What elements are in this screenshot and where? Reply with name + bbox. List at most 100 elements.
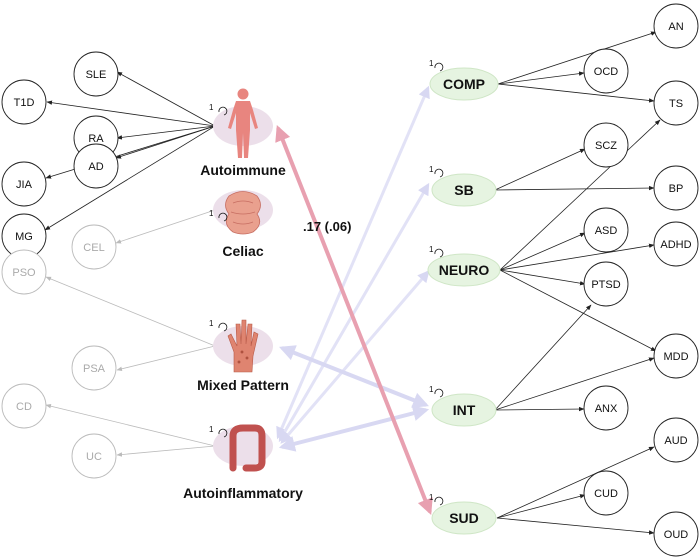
edge-neuro-adhd xyxy=(499,243,655,271)
variance-label: 1 xyxy=(209,319,214,328)
observed-node-bp: BP xyxy=(653,165,699,211)
observed-node-t1d: T1D xyxy=(1,79,47,125)
observed-node-cd: CD xyxy=(1,383,47,429)
observed-label: PTSD xyxy=(591,279,620,291)
left-observed-nodes: SLE T1D RA JIA AD MG CEL PSO xyxy=(1,51,119,479)
variance-label: 1 xyxy=(429,165,434,174)
observed-label: ANX xyxy=(595,403,618,415)
observed-node-ad: AD xyxy=(73,143,119,189)
observed-label: AN xyxy=(668,21,683,33)
variance-label: 1 xyxy=(429,493,434,502)
variance-icon: 1 xyxy=(429,245,444,258)
latent-label: INT xyxy=(453,402,476,418)
observed-node-cel: CEL xyxy=(71,224,117,270)
edge-autoinflam-uc xyxy=(116,445,216,457)
edge-sud-aud xyxy=(496,446,655,519)
variance-label: 1 xyxy=(429,59,434,68)
observed-label: SCZ xyxy=(595,140,617,152)
edge-comp-an xyxy=(497,31,657,85)
observed-label: JIA xyxy=(16,179,33,191)
observed-label: CD xyxy=(16,401,32,413)
variance-icon: 1 xyxy=(429,493,444,506)
hand-icon xyxy=(227,319,259,373)
observed-node-adhd: ADHD xyxy=(653,221,699,267)
observed-node-anx: ANX xyxy=(583,385,629,431)
edge-sb-bp xyxy=(494,185,655,191)
right-observed-nodes: AN OCD TS SCZ BP ASD ADHD PTSD xyxy=(583,3,699,557)
variance-label: 1 xyxy=(209,209,214,218)
latent-label: SB xyxy=(454,182,473,198)
corr-autoinflammatory-comp xyxy=(276,85,430,440)
edge-int-ptsd xyxy=(494,304,592,411)
edge-sb-scz xyxy=(494,148,586,191)
edge-mixed-pso xyxy=(45,276,216,347)
observed-label: PSA xyxy=(83,363,106,375)
observed-label: CUD xyxy=(594,488,618,500)
category-label: Autoimmune xyxy=(200,162,286,178)
variance-label: 1 xyxy=(429,245,434,254)
variance-icon: 1 xyxy=(209,103,228,116)
observed-label: MG xyxy=(15,231,33,243)
observed-node-an: AN xyxy=(653,3,699,49)
observed-node-cud: CUD xyxy=(583,470,629,516)
variance-icon: 1 xyxy=(209,209,228,222)
category-label: Mixed Pattern xyxy=(197,377,289,393)
observed-label: ASD xyxy=(595,225,618,237)
observed-label: RA xyxy=(88,133,104,145)
latent-int: INT 1 xyxy=(429,385,497,427)
observed-node-pso: PSO xyxy=(1,249,47,295)
edge-neuro-ptsd xyxy=(499,269,586,286)
observed-label: ADHD xyxy=(660,239,691,251)
category-celiac: 1 Celiac xyxy=(209,190,273,259)
human-body-icon xyxy=(228,88,258,158)
latent-label: NEURO xyxy=(439,262,490,278)
observed-label: OUD xyxy=(664,529,689,541)
latent-comp: COMP 1 xyxy=(429,59,499,101)
observed-node-sle: SLE xyxy=(73,51,119,97)
edge-sud-cud xyxy=(496,494,586,519)
edge-autoinflam-cd xyxy=(45,404,216,447)
category-autoimmune: 1 Autoimmune xyxy=(200,88,286,178)
observed-node-ptsd: PTSD xyxy=(583,261,629,307)
observed-node-scz: SCZ xyxy=(583,122,629,168)
category-label: Celiac xyxy=(222,243,263,259)
latent-neuro: NEURO 1 xyxy=(427,245,501,287)
edge-autoimmune-mg xyxy=(44,125,216,231)
observed-label: MDD xyxy=(663,351,688,363)
observed-node-jia: JIA xyxy=(1,161,47,207)
observed-label: SLE xyxy=(86,69,107,81)
variance-icon: 1 xyxy=(209,319,228,332)
observed-node-oud: OUD xyxy=(653,511,699,557)
observed-node-psa: PSA xyxy=(71,345,117,391)
colon-icon xyxy=(229,424,266,472)
latent-label: COMP xyxy=(443,76,485,92)
edge-autoimmune-t1d xyxy=(46,100,216,127)
corr-autoimmune-sud xyxy=(275,125,433,515)
latent-label: SUD xyxy=(449,510,479,526)
edge-int-mdd xyxy=(494,357,655,411)
edge-celiac-cel xyxy=(115,209,216,244)
edge-autoimmune-ad xyxy=(115,125,216,159)
variance-icon: 1 xyxy=(429,59,444,72)
edge-mixed-psa xyxy=(116,345,216,371)
edge-neuro-asd xyxy=(499,232,586,271)
category-mixed-pattern: 1 Mixed Pattern xyxy=(197,319,289,393)
variance-label: 1 xyxy=(209,103,214,112)
observed-label: AUD xyxy=(664,435,687,447)
category-label: Autoinflammatory xyxy=(183,485,303,501)
observed-node-asd: ASD xyxy=(583,207,629,253)
edge-int-anx xyxy=(494,406,585,412)
edge-comp-ocd xyxy=(497,71,585,85)
observed-node-aud: AUD xyxy=(653,417,699,463)
observed-label: CEL xyxy=(83,242,104,254)
observed-node-ts: TS xyxy=(653,80,699,126)
observed-label: AD xyxy=(88,161,103,173)
edge-autoimmune-sle xyxy=(116,71,216,127)
category-autoinflammatory: 1 Autoinflammatory xyxy=(183,424,303,501)
edge-neuro-ts xyxy=(499,119,661,271)
observed-label: TS xyxy=(669,98,683,110)
variance-label: 1 xyxy=(209,425,214,434)
correlation-coefficient: .17 (.06) xyxy=(303,219,351,234)
latent-sb: SB 1 xyxy=(429,165,497,207)
